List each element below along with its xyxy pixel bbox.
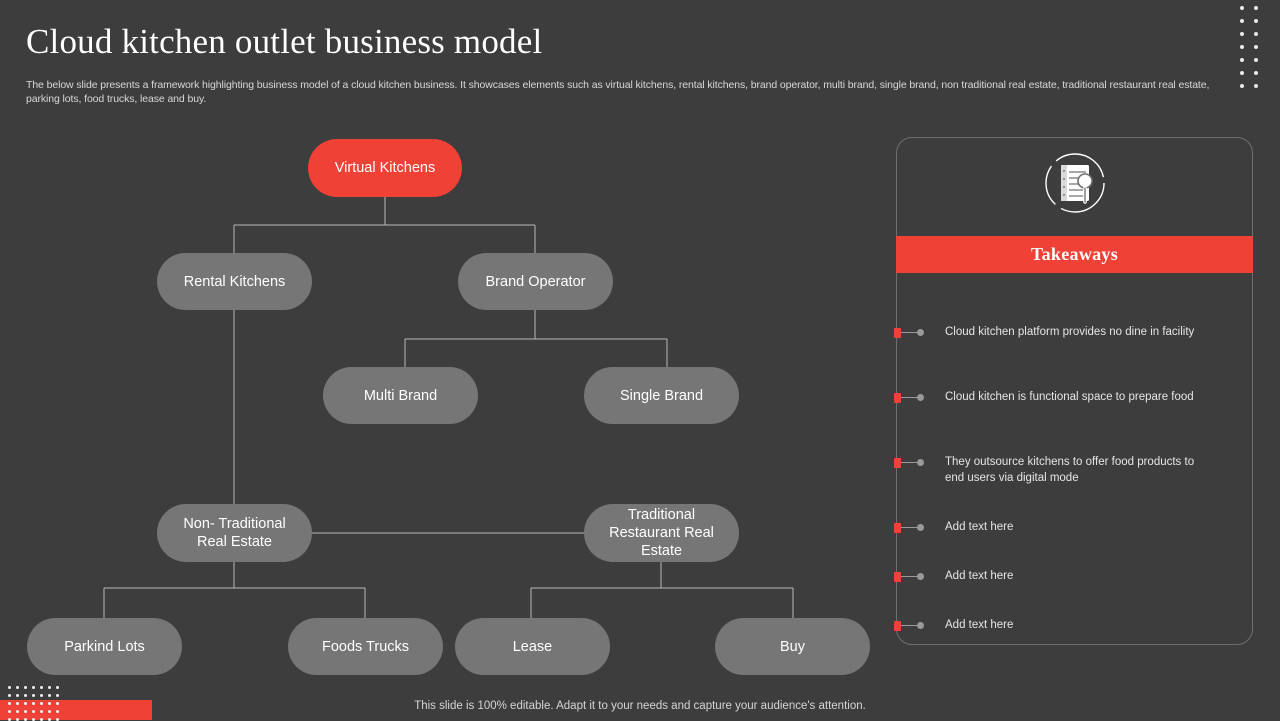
- bullet-marker-dot-icon: [917, 329, 924, 336]
- flow-node-rental-kitchens[interactable]: Rental Kitchens: [157, 253, 312, 310]
- takeaway-item-text: Cloud kitchen platform provides no dine …: [945, 326, 1195, 338]
- red-arc-decoration-topright: [1240, 92, 1280, 132]
- bullet-marker-dot-icon: [917, 394, 924, 401]
- flow-node-label: Traditional Restaurant Real Estate: [609, 507, 714, 559]
- flow-node-label: Virtual Kitchens: [334, 160, 436, 176]
- flowchart: Virtual Kitchens Rental Kitchens Brand O…: [27, 139, 870, 675]
- bullet-connector-line: [901, 527, 919, 528]
- takeaway-item[interactable]: They outsource kitchens to offer food pr…: [894, 450, 1254, 484]
- flow-node-foods-trucks[interactable]: Foods Trucks: [288, 618, 443, 675]
- bullet-marker-square-icon: [894, 621, 901, 631]
- takeaway-item-text: Add text here: [945, 521, 1014, 533]
- takeaway-item-text: Add text here: [945, 619, 1014, 631]
- red-bar-decoration-bottomleft: [0, 700, 152, 720]
- bullet-connector-line: [901, 576, 919, 577]
- notebook-magnifier-icon: [1044, 152, 1106, 214]
- flow-node-traditional-restaurant-real-estate[interactable]: Traditional Restaurant Real Estate: [584, 504, 739, 562]
- bullet-connector-line: [901, 625, 919, 626]
- bullet-marker-square-icon: [894, 328, 901, 338]
- takeaway-item[interactable]: Cloud kitchen platform provides no dine …: [894, 320, 1254, 350]
- takeaways-banner: Takeaways: [896, 236, 1253, 273]
- bullet-marker-dot-icon: [917, 573, 924, 580]
- flow-node-label: Brand Operator: [485, 273, 586, 290]
- flow-node-multi-brand[interactable]: Multi Brand: [323, 367, 478, 424]
- bullet-marker-square-icon: [894, 393, 901, 403]
- page-subtitle: The below slide presents a framework hig…: [26, 79, 1210, 105]
- flow-node-non-traditional-real-estate[interactable]: Non- Traditional Real Estate: [157, 504, 312, 562]
- flow-node-label: Lease: [512, 638, 553, 655]
- bullet-connector-line: [901, 462, 919, 463]
- flow-node-lease[interactable]: Lease: [455, 618, 610, 675]
- flow-node-single-brand[interactable]: Single Brand: [584, 367, 739, 424]
- flow-node-label: Foods Trucks: [321, 638, 410, 655]
- takeaway-item-text: Add text here: [945, 570, 1014, 582]
- takeaway-item-text: They outsource kitchens to offer food pr…: [945, 456, 1195, 484]
- flow-node-brand-operator[interactable]: Brand Operator: [458, 253, 613, 310]
- flow-node-label: Single Brand: [619, 387, 704, 404]
- page-title: Cloud kitchen outlet business model: [26, 22, 543, 61]
- takeaway-item[interactable]: Add text here: [894, 613, 1254, 643]
- takeaways-panel: Takeaways Cloud kitchen platform provide…: [894, 137, 1254, 645]
- bullet-connector-line: [901, 397, 919, 398]
- bullet-connector-line: [901, 332, 919, 333]
- takeaway-item-text: Cloud kitchen is functional space to pre…: [945, 391, 1194, 403]
- flow-node-label: Non- Traditional Real Estate: [183, 516, 286, 550]
- takeaway-item[interactable]: Cloud kitchen is functional space to pre…: [894, 385, 1254, 415]
- takeaway-item[interactable]: Add text here: [894, 564, 1254, 594]
- flowchart-connectors: [103, 197, 794, 619]
- bullet-marker-dot-icon: [917, 459, 924, 466]
- flow-node-parking-lots[interactable]: Parkind Lots: [27, 618, 182, 675]
- footer-note: This slide is 100% editable. Adapt it to…: [414, 700, 866, 712]
- flow-node-label: Multi Brand: [363, 387, 438, 404]
- flow-node-label: Parkind Lots: [64, 638, 145, 655]
- bullet-marker-square-icon: [894, 523, 901, 533]
- flow-node-label: Rental Kitchens: [183, 273, 286, 290]
- flow-node-buy[interactable]: Buy: [715, 618, 870, 675]
- bullet-marker-square-icon: [894, 458, 901, 468]
- dot-grid-decoration-topright: [1240, 6, 1266, 92]
- flow-node-label: Buy: [780, 638, 805, 655]
- flow-node-virtual-kitchens[interactable]: Virtual Kitchens: [308, 139, 462, 197]
- takeaway-item[interactable]: Add text here: [894, 515, 1254, 545]
- bullet-marker-dot-icon: [917, 622, 924, 629]
- bullet-marker-dot-icon: [917, 524, 924, 531]
- bullet-marker-square-icon: [894, 572, 901, 582]
